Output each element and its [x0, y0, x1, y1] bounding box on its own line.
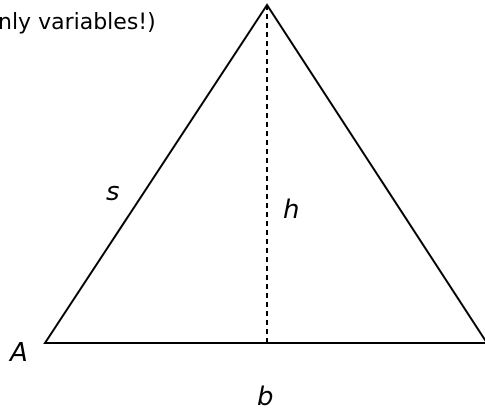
side-label: s [106, 177, 120, 207]
caption-text: nly variables!) [0, 10, 156, 35]
base-label: b [257, 382, 274, 412]
vertex-a-label: A [8, 338, 28, 368]
height-label: h [283, 195, 299, 225]
triangle-shape [43, 3, 485, 344]
